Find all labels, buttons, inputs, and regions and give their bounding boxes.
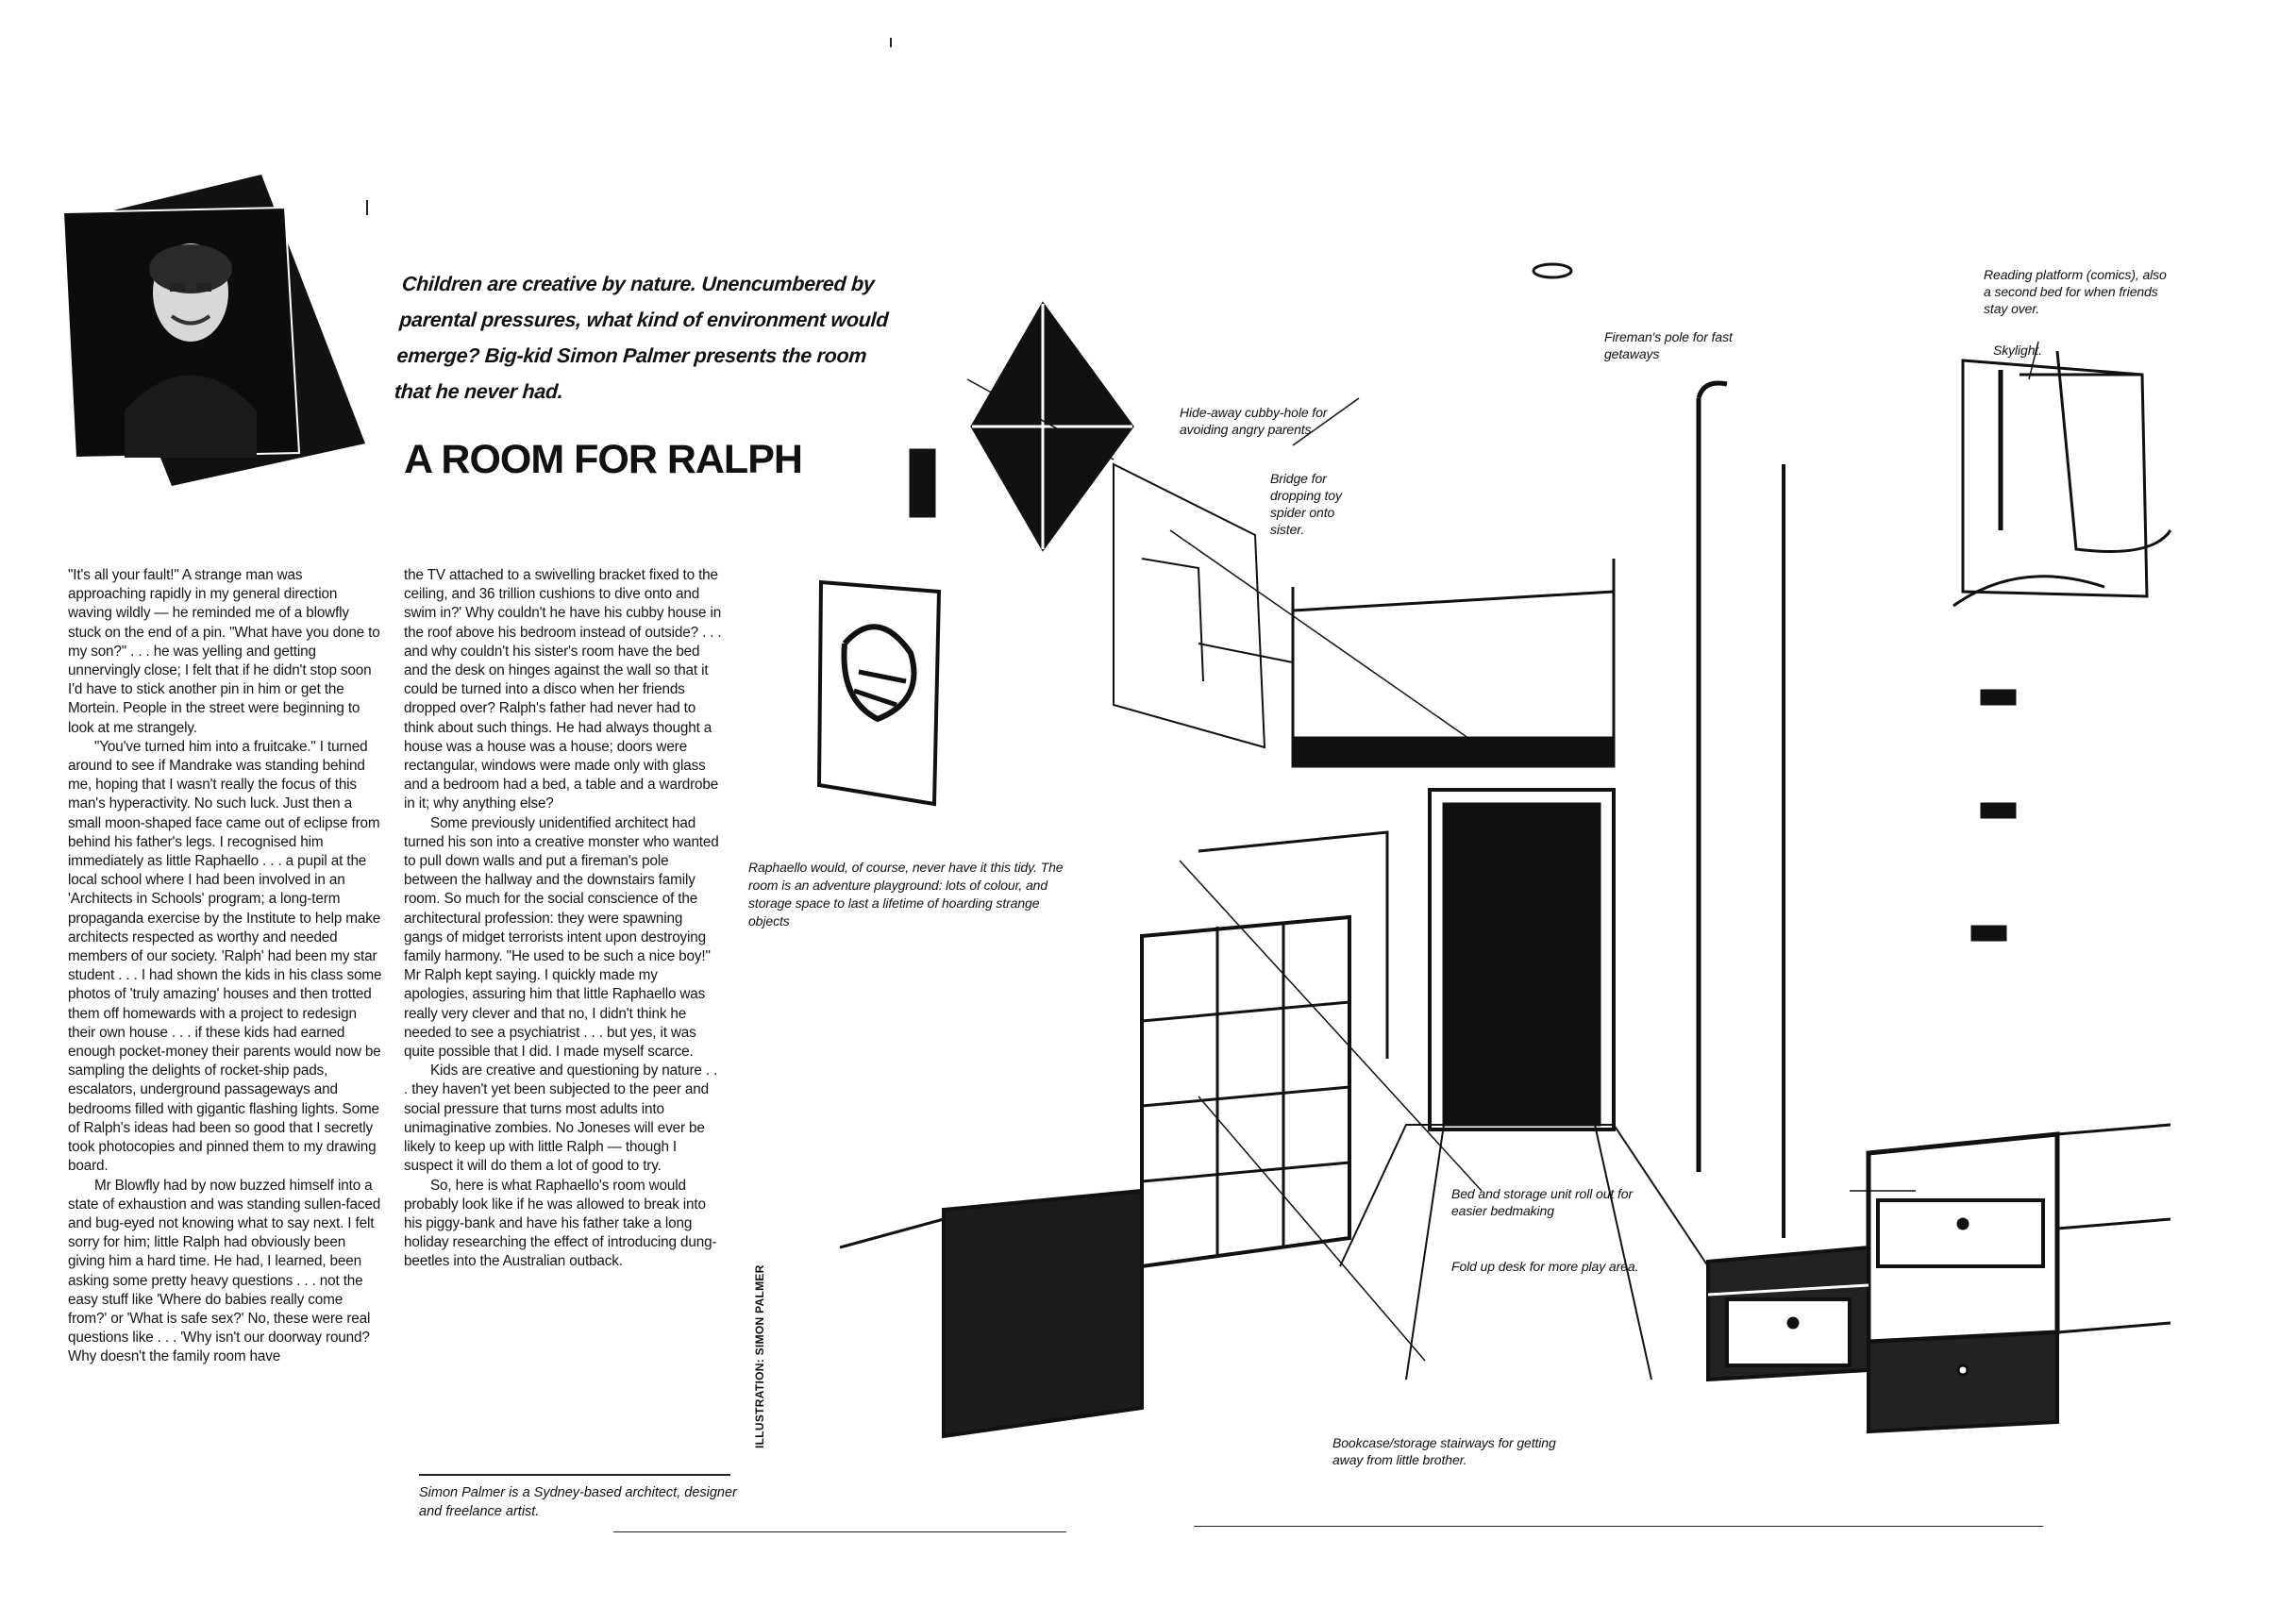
- bottom-rule-right: [1194, 1526, 2043, 1527]
- paragraph: Kids are creative and questioning by nat…: [404, 1062, 718, 1175]
- pinned-drawing: [816, 579, 942, 807]
- annotation-bookcase: Bookcase/storage stairways for getting a…: [1332, 1435, 1556, 1467]
- doorway: [1442, 802, 1601, 1127]
- author-portrait: [61, 175, 365, 486]
- paragraph: "You've turned him into a fruitcake." I …: [68, 738, 382, 1175]
- article-title: A ROOM FOR RALPH: [404, 437, 803, 482]
- paragraph: Some previously unidentified architect h…: [404, 814, 719, 1061]
- annotation-cubby-hole: Hide-away cubby-hole for avoiding angry …: [1180, 405, 1328, 437]
- portrait-hair: [149, 244, 232, 293]
- illustration-caption: Raphaello would, of course, never have i…: [748, 860, 1064, 929]
- author-bio: Simon Palmer is a Sydney-based architect…: [419, 1485, 737, 1519]
- annotation-firemans-pole: Fireman's pole for fast getaways: [1604, 329, 1733, 361]
- annotation-bed-storage: Bed and storage unit roll out for easier…: [1451, 1186, 1634, 1218]
- annotation-fold-desk: Fold up desk for more play area.: [1451, 1259, 1639, 1274]
- bio-rule: [419, 1474, 730, 1476]
- bottom-rule-left: [613, 1531, 1066, 1532]
- body-column-2: the TV attached to a swivelling bracket …: [404, 566, 725, 1272]
- loft-bridge: [1291, 736, 1616, 768]
- room-illustration: [816, 262, 2172, 1439]
- margin-tick: [890, 38, 892, 47]
- illustration-credit: ILLUSTRATION: SIMON PALMER: [753, 1264, 766, 1448]
- paragraph: "It's all your fault!" A strange man was…: [68, 567, 380, 736]
- annotation-bridge: Bridge for dropping toy spider onto sist…: [1270, 471, 1342, 537]
- bed-storage-units: [1706, 1123, 2171, 1434]
- body-column-1: "It's all your fault!" A strange man was…: [68, 566, 384, 1367]
- paragraph: So, here is what Raphaello's room would …: [404, 1177, 717, 1270]
- bookcase-stairway: [839, 830, 1389, 1439]
- annotation-reading-platform: Reading platform (comics), also a second…: [1984, 267, 2167, 316]
- margin-tick: [366, 200, 368, 215]
- annotation-skylight: Skylight.: [1993, 343, 2043, 358]
- portrait-shoulders: [125, 375, 257, 458]
- paragraph: the TV attached to a swivelling bracket …: [404, 567, 722, 812]
- paragraph: Mr Blowfly had by now buzzed himself int…: [68, 1177, 381, 1365]
